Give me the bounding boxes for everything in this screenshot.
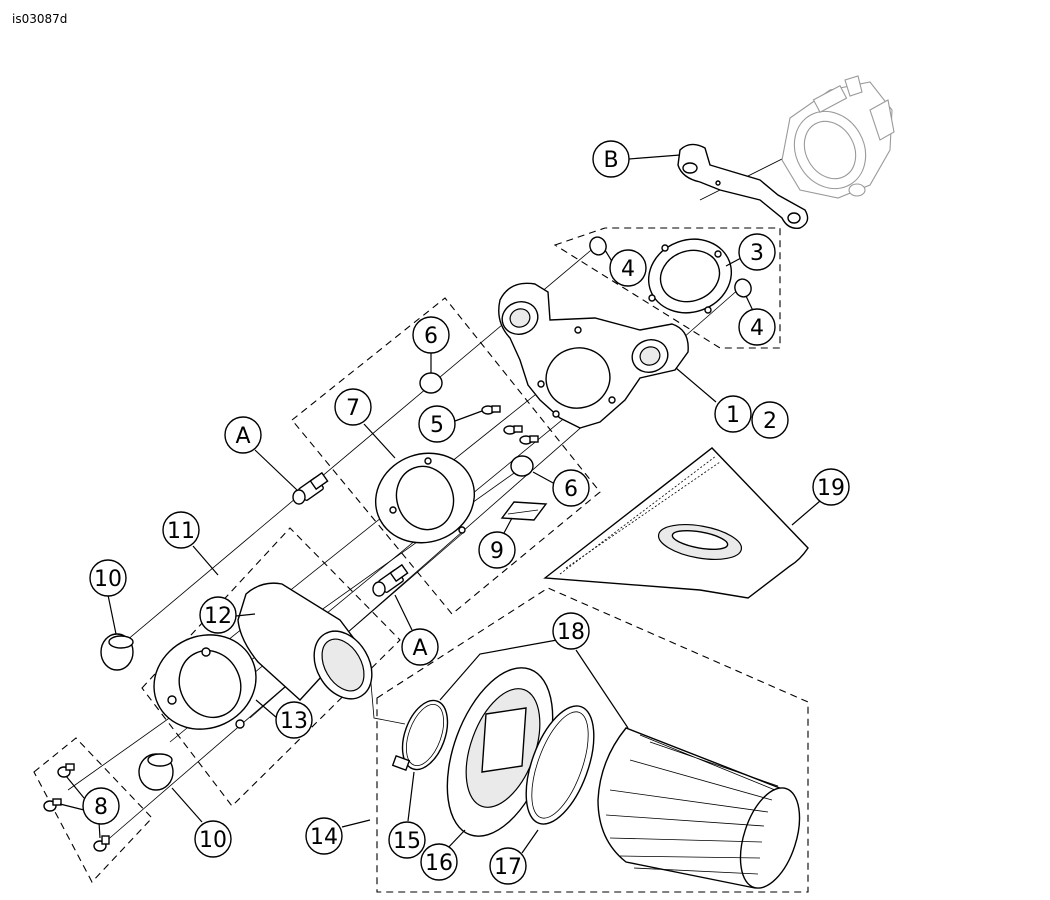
- callout-17: 17: [489, 847, 527, 885]
- callout-19: 19: [812, 468, 850, 506]
- svg-text:11: 11: [167, 519, 195, 544]
- throttle-body-ghost-icon: [781, 75, 895, 199]
- svg-text:B: B: [603, 148, 618, 173]
- callout-12: 12: [199, 596, 237, 634]
- svg-text:10: 10: [94, 567, 122, 592]
- leader-lines: [59, 154, 821, 854]
- callout-1: 1: [714, 395, 752, 433]
- callout-5: 5: [418, 405, 456, 443]
- backplate: [498, 282, 689, 429]
- callout-11: 11: [162, 511, 200, 549]
- callout-3: 3: [738, 233, 776, 271]
- screw-icon: [93, 835, 110, 852]
- callout-2: 2: [751, 401, 789, 439]
- callout-9: 9: [478, 531, 516, 569]
- callout-15: 15: [388, 821, 426, 859]
- svg-text:16: 16: [425, 851, 453, 876]
- o-ring-6-top: [419, 372, 443, 394]
- svg-text:6: 6: [564, 477, 578, 502]
- callout-8: 8: [82, 787, 120, 825]
- callout-10: 10: [194, 820, 232, 858]
- svg-text:2: 2: [763, 409, 777, 434]
- svg-text:15: 15: [393, 829, 421, 854]
- air-filter-cone-icon: [597, 727, 801, 889]
- callout-14: 14: [305, 817, 343, 855]
- svg-text:19: 19: [817, 476, 845, 501]
- screw-icon: [503, 425, 523, 435]
- svg-text:1: 1: [726, 403, 740, 428]
- label-9: [500, 501, 548, 521]
- svg-text:7: 7: [346, 396, 360, 421]
- screw-icon: [57, 763, 75, 778]
- svg-text:3: 3: [750, 241, 764, 266]
- o-ring-4-top: [589, 236, 607, 256]
- svg-text:5: 5: [430, 413, 444, 438]
- o-ring-6-bottom: [510, 455, 534, 477]
- breather-bolt-a-lower: [372, 563, 409, 597]
- svg-text:18: 18: [557, 620, 585, 645]
- group-outline-screws: [33, 737, 153, 883]
- gasket-3: [647, 238, 733, 314]
- group-outline-filter-kit: [376, 587, 809, 893]
- svg-text:4: 4: [621, 257, 635, 282]
- plug-10-upper: [100, 633, 134, 671]
- svg-text:8: 8: [94, 795, 108, 820]
- screw-icon: [519, 435, 539, 445]
- gasket-7: [374, 452, 476, 544]
- callout-16: 16: [420, 843, 458, 881]
- hose-clamp-15: [391, 699, 449, 771]
- screws-8: [43, 763, 110, 852]
- callout-A: A: [401, 628, 439, 666]
- svg-text:6: 6: [424, 324, 438, 349]
- callout-18: 18: [552, 612, 590, 650]
- svg-text:14: 14: [310, 825, 338, 850]
- callouts: B 4 3 4 6 7 5 1 2 A 6 19 11 9 10 12 A 18…: [82, 140, 850, 885]
- rain-sock-icon: [543, 447, 809, 599]
- svg-text:12: 12: [204, 604, 232, 629]
- callout-6: 6: [412, 316, 450, 354]
- elbow-tube-12: [237, 582, 373, 701]
- callout-4: 4: [609, 249, 647, 287]
- callout-10: 10: [89, 559, 127, 597]
- callout-A: A: [224, 416, 262, 454]
- screws-5: [481, 405, 539, 445]
- callout-6: 6: [552, 469, 590, 507]
- o-ring-4-right: [734, 278, 752, 298]
- filter-seal-17: [525, 705, 595, 825]
- svg-text:17: 17: [494, 855, 522, 880]
- screw-icon: [43, 798, 62, 812]
- callout-B: B: [592, 140, 630, 178]
- screw-icon: [481, 405, 501, 415]
- svg-text:13: 13: [280, 709, 308, 734]
- svg-text:10: 10: [199, 828, 227, 853]
- svg-text:4: 4: [750, 316, 764, 341]
- group-outline-seals: [291, 297, 601, 615]
- group-outlines: [33, 227, 809, 893]
- callout-13: 13: [275, 701, 313, 739]
- svg-text:A: A: [235, 424, 250, 449]
- group-outline-cover: [141, 527, 401, 807]
- svg-text:A: A: [412, 636, 427, 661]
- bracket-b: [677, 143, 809, 229]
- callout-4: 4: [738, 308, 776, 346]
- breather-bolt-a-upper: [292, 471, 329, 505]
- svg-text:9: 9: [490, 539, 504, 564]
- figure-id: is03087d: [12, 12, 68, 26]
- callout-7: 7: [334, 388, 372, 426]
- plug-10-lower: [138, 753, 174, 791]
- cover-13: [153, 634, 257, 730]
